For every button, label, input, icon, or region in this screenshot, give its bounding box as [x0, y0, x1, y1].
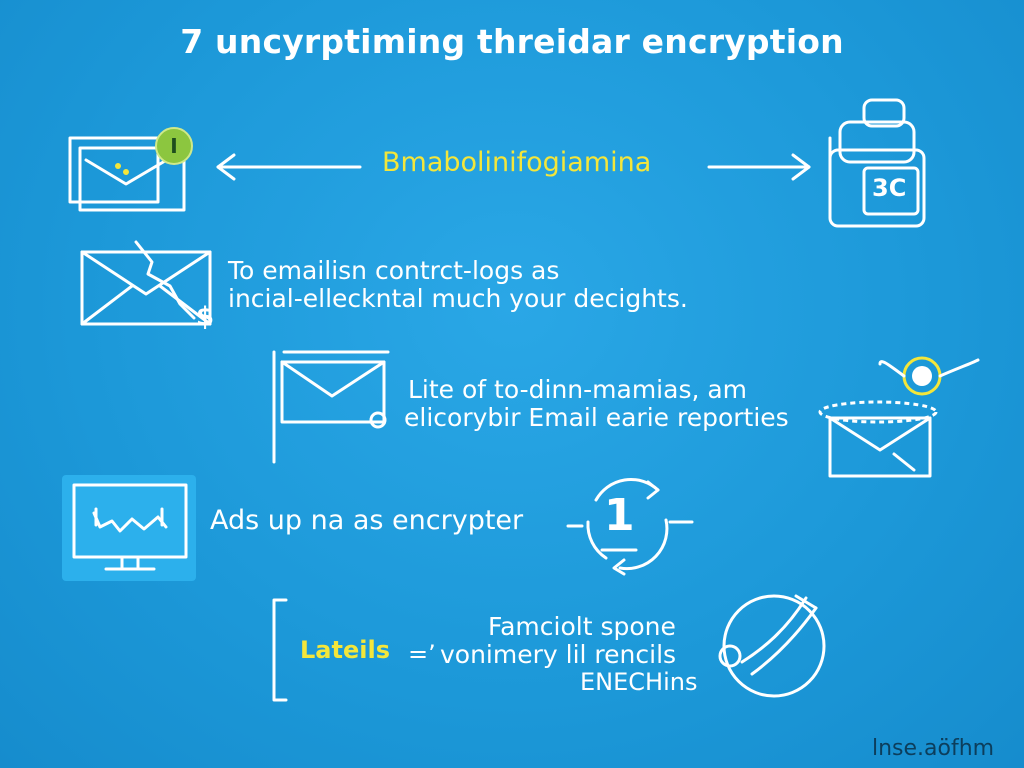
padlock-device-icon — [828, 98, 926, 228]
monitor-panel — [62, 475, 196, 581]
green-badge: I — [155, 127, 193, 165]
envelope-icon — [80, 240, 212, 326]
row2-line2: incial-elleckntal much your decights. — [228, 284, 688, 313]
bracket-divider — [272, 598, 288, 702]
envelope-glyph: $ — [196, 302, 215, 332]
watermark: lnse.aöfhm — [872, 736, 995, 761]
lock-display-number: 3C — [872, 174, 907, 202]
envelope-bracket-icon — [272, 350, 390, 464]
satellite-envelope-icon — [818, 356, 980, 478]
row4-label: Ads up na as encrypter — [210, 505, 524, 536]
arrow-left-icon — [216, 153, 362, 181]
page-title: 7 uncyrptiming threidar encryption — [180, 22, 844, 61]
row2-line1: To emailisn contrct-logs as — [228, 256, 560, 285]
dial-number: 1 — [604, 490, 635, 541]
row5-line3: ENECHins — [580, 668, 698, 696]
badge-label: I — [170, 134, 178, 158]
row5-tag: Lateils — [300, 636, 390, 664]
refresh-dial-icon — [566, 477, 694, 576]
satellite-dish-icon — [718, 594, 826, 698]
row3-line1: Lite of to-dinn-mamias, am — [408, 375, 748, 404]
row3-line2: elicorybir Email earie reporties — [404, 403, 789, 432]
row5-line1: Famciolt spone — [488, 612, 676, 641]
row5-line2: vonimery lil rencils — [440, 640, 677, 669]
email-stack-icon — [68, 136, 186, 212]
monitor-icon — [72, 483, 188, 571]
row5-connector: =’ — [408, 640, 436, 668]
row1-label: Bmabolinifogiamina — [382, 147, 652, 178]
arrow-right-icon — [707, 153, 811, 181]
